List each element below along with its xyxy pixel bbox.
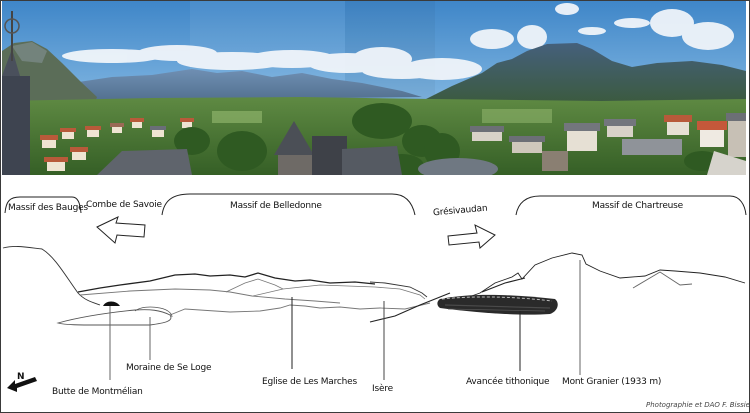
belledonne-ridge	[77, 272, 376, 293]
label-avancee-tithonique: Avancée tithonique	[466, 377, 550, 387]
arrow-right-icon	[447, 224, 496, 249]
clouds	[62, 3, 734, 80]
moraine-outline	[56, 309, 172, 326]
label-mont-granier: Mont Granier (1933 m)	[562, 377, 662, 387]
butte-montmelian-mound	[103, 301, 120, 306]
label-massif-de-belledonne: Massif de Belledonne	[230, 201, 322, 211]
label-massif-des-bauges: Massif des Bauges	[8, 203, 88, 213]
north-arrow-icon	[7, 377, 37, 392]
north-label: N	[17, 372, 25, 382]
round-roof	[418, 158, 498, 175]
label-moraine-de-se-loge: Moraine de Se Loge	[126, 363, 212, 373]
interpretive-sketch: Massif des Bauges Combe de Savoie Massif…	[0, 175, 750, 413]
tower-roof	[274, 121, 402, 175]
church-steeple	[2, 11, 30, 175]
panorama-image	[2, 1, 746, 175]
granier-lower-line	[369, 292, 451, 323]
road	[707, 151, 746, 175]
bracket-belledonne	[161, 193, 416, 216]
granier-left-flank	[454, 252, 746, 303]
granier-inner-ridge	[632, 271, 693, 289]
photo-credit: Photographie et DAO F. Bissiel	[646, 401, 750, 409]
panorama-photo	[2, 1, 746, 175]
label-combe-de-savoie: Combe de Savoie	[86, 200, 162, 210]
mont-granier	[422, 43, 746, 106]
label-massif-de-chartreuse: Massif de Chartreuse	[592, 201, 684, 211]
bauges-profile	[2, 246, 101, 306]
foothill-line-1	[79, 288, 341, 304]
foothill-line-3	[252, 284, 426, 300]
label-isere: Isère	[372, 384, 393, 394]
arrow-left-icon	[96, 216, 146, 244]
village-houses	[40, 113, 746, 171]
avancee-tithonique-hatch	[437, 294, 558, 315]
slate-roof-left	[97, 149, 192, 175]
label-eglise-de-les-marches: Eglise de Les Marches	[262, 377, 358, 387]
label-butte-de-montmelian: Butte de Montmélian	[52, 387, 143, 397]
bracket-bauges	[4, 196, 82, 214]
belledonne-range	[72, 69, 422, 101]
foothill-line-2	[225, 278, 284, 293]
valley-floor-line	[169, 302, 431, 316]
bracket-chartreuse	[515, 195, 747, 216]
sketch-drawing	[2, 193, 747, 392]
